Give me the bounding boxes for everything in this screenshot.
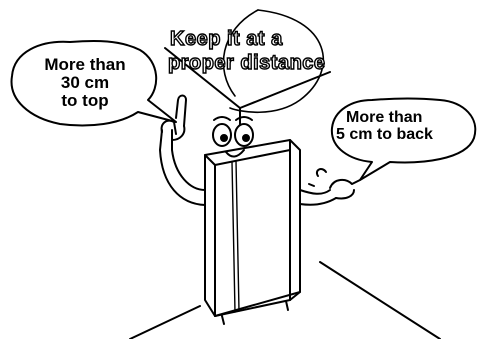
bubble-top-line-1: More than — [20, 56, 150, 74]
heading-line-2: proper distance — [168, 52, 326, 75]
pointing-back-hand-icon — [300, 169, 360, 205]
bubble-top-line-2: 30 cm — [20, 74, 150, 92]
bubble-top-line-3: to top — [20, 92, 150, 110]
bubble-back-text: More than 5 cm to back — [336, 110, 476, 144]
bubble-top-text: More than 30 cm to top — [20, 56, 150, 110]
heading-line-1: Keep it at a — [170, 28, 283, 51]
bubble-back-line-1: More than — [336, 110, 476, 127]
pointing-up-hand-icon — [160, 96, 205, 206]
cartoon-refrigerator-icon — [205, 117, 300, 324]
bubble-back-line-2: 5 cm to back — [336, 127, 476, 144]
